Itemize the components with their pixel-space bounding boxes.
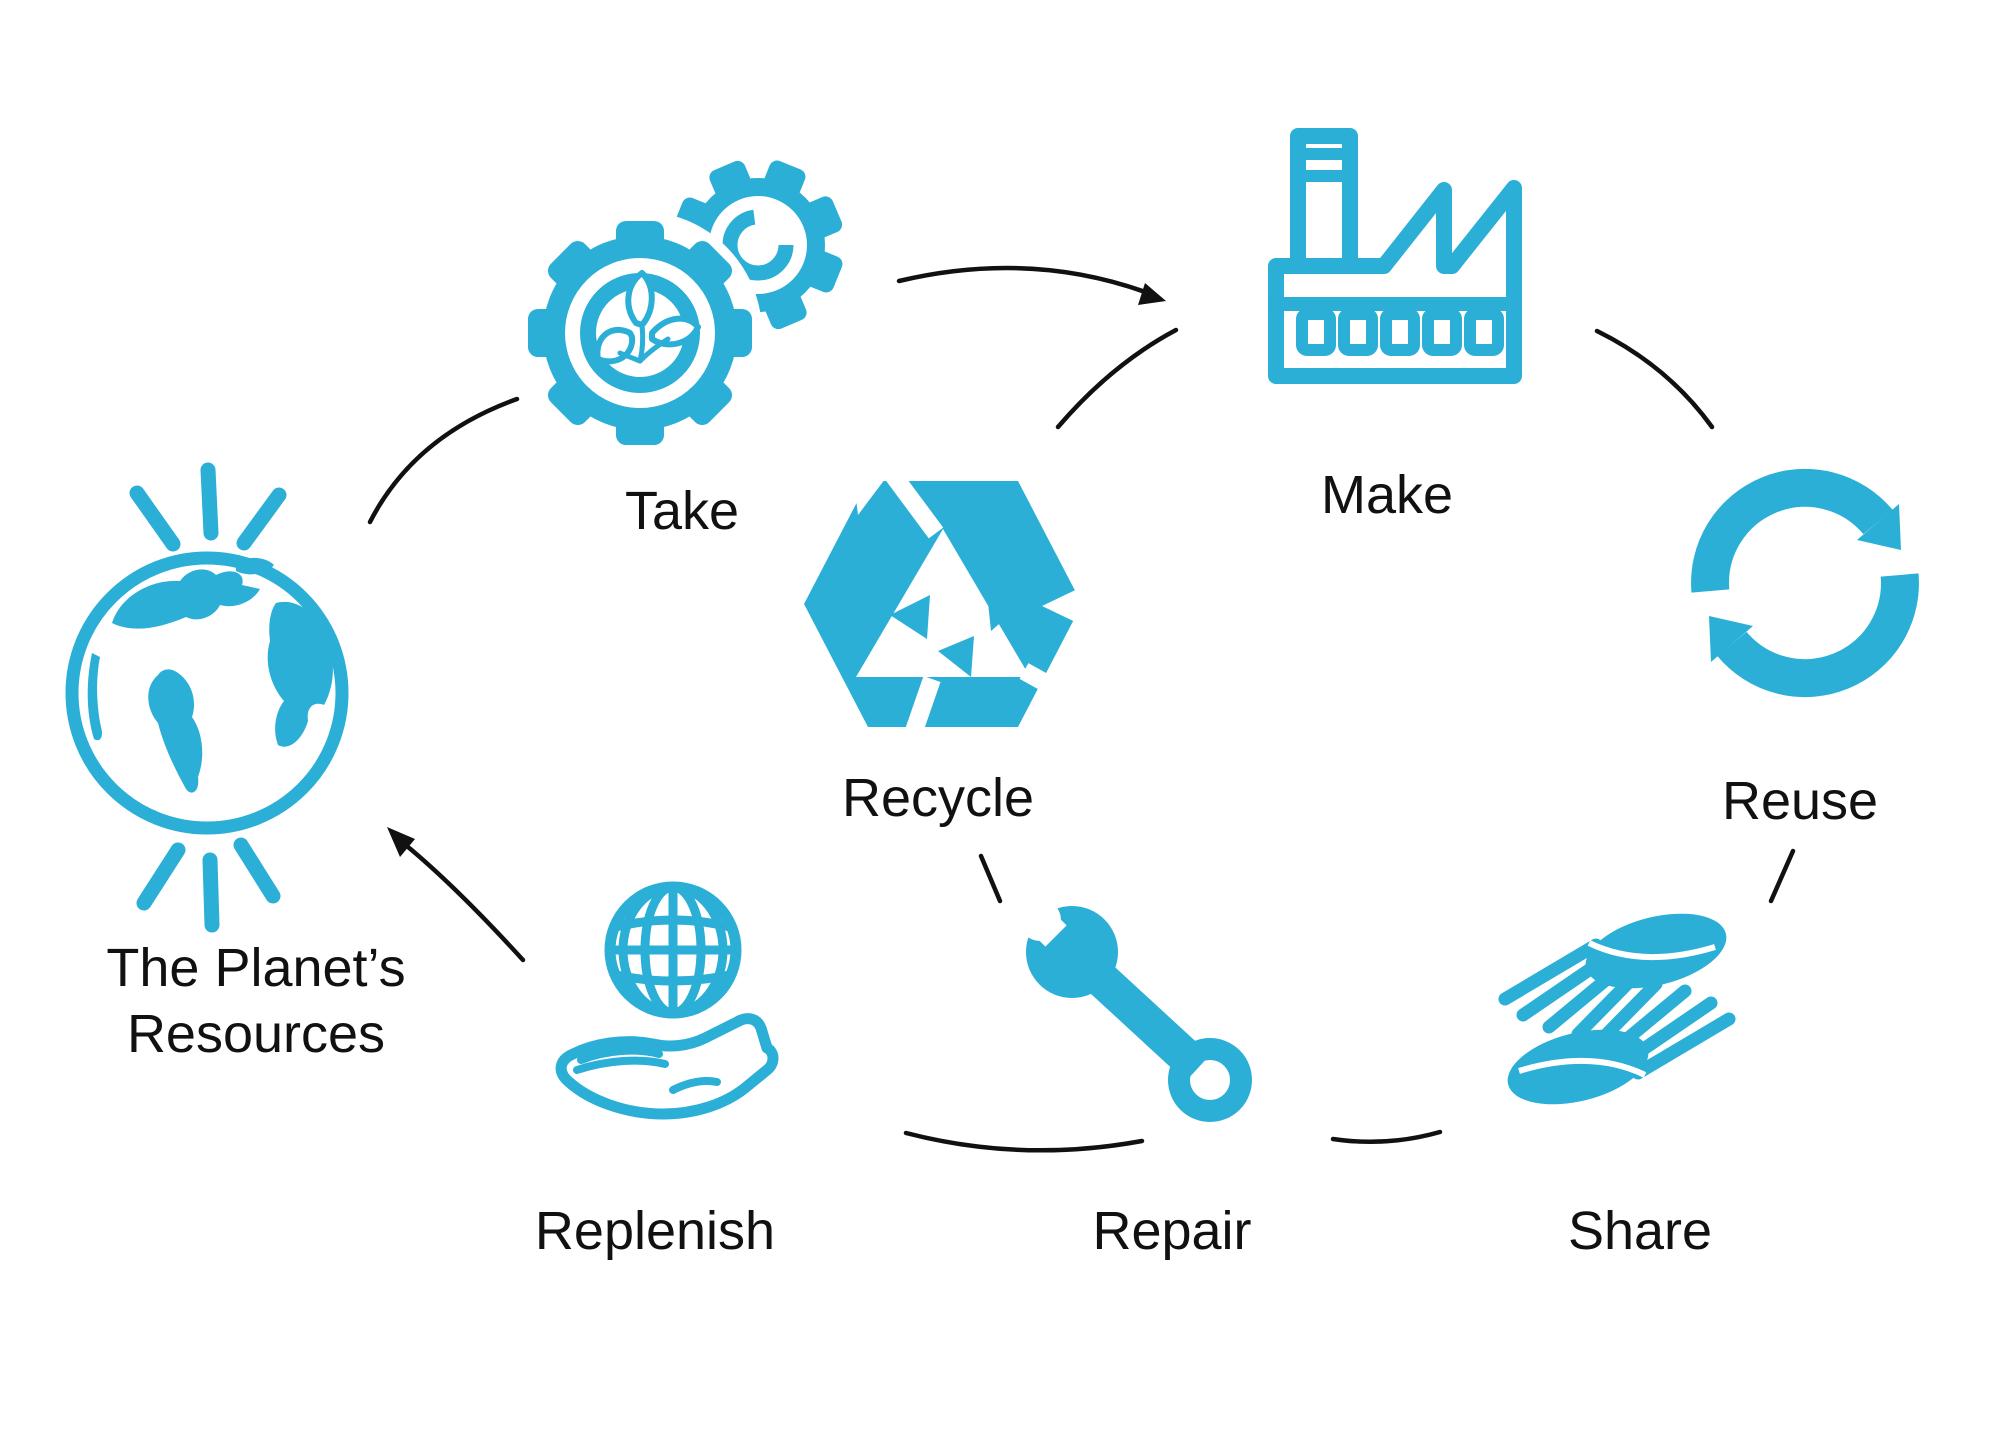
connector-planet-take: [367, 396, 520, 525]
gears-with-leaf-icon: [520, 160, 843, 455]
connector-make-reuse: [1594, 328, 1715, 430]
earth-globe-rays-icon: [65, 462, 349, 933]
open-hand: [555, 1013, 779, 1120]
connector-repair-replenish: [903, 1130, 1145, 1153]
repair-label: Repair: [1092, 1201, 1252, 1261]
sharing-hands-icon: [1498, 913, 1736, 1105]
connector-reuse-share: [1768, 848, 1796, 904]
hand-holding-globe-icon: [555, 881, 779, 1120]
circular-arrows-icon: [1691, 468, 1919, 698]
connector-recycle-make: [1055, 327, 1179, 430]
connector-recycle-repair: [978, 853, 1003, 904]
share-label: Share: [1567, 1201, 1713, 1261]
node-recycle: Recycle: [790, 465, 1096, 828]
large-gear: [528, 221, 752, 445]
wireframe-globe: [604, 881, 742, 1019]
node-make: Make: [1268, 128, 1530, 525]
lower-hand: [1507, 977, 1736, 1105]
leaf-sprout: [594, 270, 701, 365]
continents: [87, 557, 333, 793]
node-planet: The Planet’s Resources: [40, 413, 406, 1064]
connector-replenish-planet: [394, 835, 526, 963]
recycle-arrowheads: [890, 583, 1021, 677]
upper-hand: [1498, 913, 1727, 1041]
connector-share-repair: [1330, 1129, 1443, 1145]
replenish-label: Replenish: [534, 1201, 776, 1261]
recycle-hexagon-icon: [804, 465, 1090, 734]
planet-label: The Planet’s Resources: [106, 938, 406, 1064]
recycle-label: Recycle: [841, 768, 1035, 828]
globe-rays: [129, 462, 287, 933]
wrench-ring: [1168, 1038, 1252, 1122]
node-take: Take: [520, 155, 850, 541]
make-label: Make: [1320, 465, 1454, 525]
factory-icon: [1268, 128, 1522, 384]
node-replenish: Replenish: [535, 868, 795, 1261]
factory-windows: [1296, 308, 1504, 356]
take-label: Take: [624, 481, 740, 541]
connector-take-make: [896, 265, 1151, 296]
reuse-label: Reuse: [1721, 771, 1879, 831]
factory-chimney: [1290, 128, 1358, 268]
arrowhead-take-make: [1138, 283, 1166, 305]
node-share: Share: [1493, 903, 1741, 1261]
node-repair: Repair: [1020, 900, 1255, 1261]
arrowhead-replenish-planet: [387, 827, 415, 857]
wrench-icon: [1020, 900, 1252, 1122]
node-reuse: Reuse: [1672, 450, 1938, 831]
